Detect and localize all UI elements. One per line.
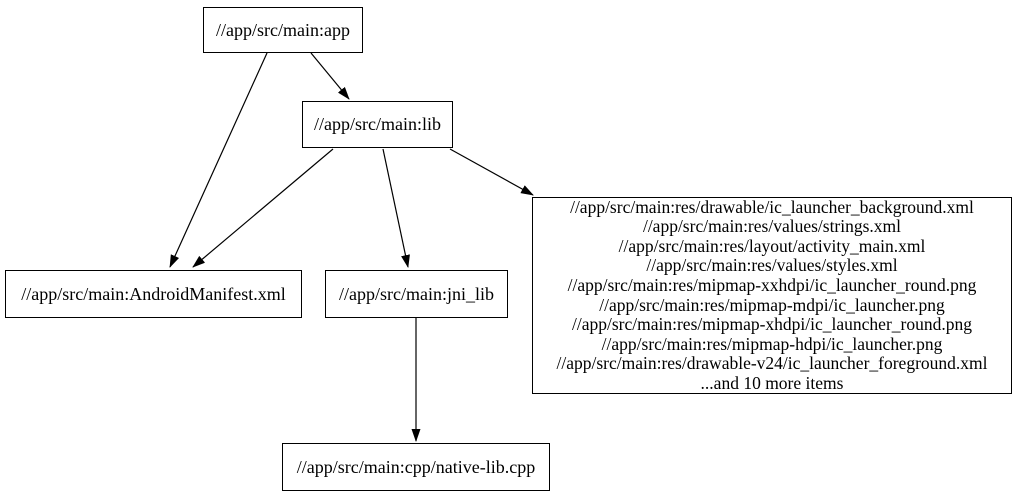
- res-file-line: //app/src/main:res/drawable/ic_launcher_…: [570, 196, 974, 217]
- res-file-line: //app/src/main:res/mipmap-xhdpi/ic_launc…: [572, 314, 972, 335]
- edge-app-to-manifest: [169, 52, 268, 268]
- node-android-manifest: //app/src/main:AndroidManifest.xml: [5, 270, 302, 318]
- node-jni-lib: //app/src/main:jni_lib: [325, 270, 508, 318]
- node-res-files-group: //app/src/main:res/drawable/ic_launcher_…: [532, 197, 1012, 394]
- res-file-line: //app/src/main:res/values/strings.xml: [642, 216, 902, 237]
- node-lib-label: //app/src/main:lib: [314, 114, 441, 134]
- res-file-line: //app/src/main:res/drawable-v24/ic_launc…: [556, 353, 988, 374]
- edge-lib-to-manifest: [192, 148, 334, 268]
- node-app-label: //app/src/main:app: [216, 19, 350, 40]
- res-file-line: //app/src/main:res/mipmap-mdpi/ic_launch…: [599, 294, 945, 315]
- res-file-line: //app/src/main:res/mipmap-hdpi/ic_launch…: [601, 333, 943, 354]
- node-lib-target: //app/src/main:lib: [302, 101, 453, 148]
- res-file-line: //app/src/main:res/values/styles.xml: [646, 255, 898, 276]
- res-more-items-line: ...and 10 more items: [700, 372, 844, 393]
- res-file-line: //app/src/main:res/mipmap-xxhdpi/ic_laun…: [567, 274, 977, 295]
- node-jni-lib-label: //app/src/main:jni_lib: [339, 283, 494, 304]
- edge-lib-to-res: [449, 148, 534, 196]
- node-app-target: //app/src/main:app: [203, 7, 363, 53]
- edge-lib-to-jni-lib: [382, 148, 410, 268]
- node-android-manifest-label: //app/src/main:AndroidManifest.xml: [21, 283, 286, 304]
- edge-app-to-lib: [310, 52, 350, 100]
- node-native-lib-cpp: //app/src/main:cpp/native-lib.cpp: [282, 443, 550, 491]
- res-file-line: //app/src/main:res/layout/activity_main.…: [618, 235, 926, 256]
- node-native-lib-cpp-label: //app/src/main:cpp/native-lib.cpp: [296, 456, 536, 477]
